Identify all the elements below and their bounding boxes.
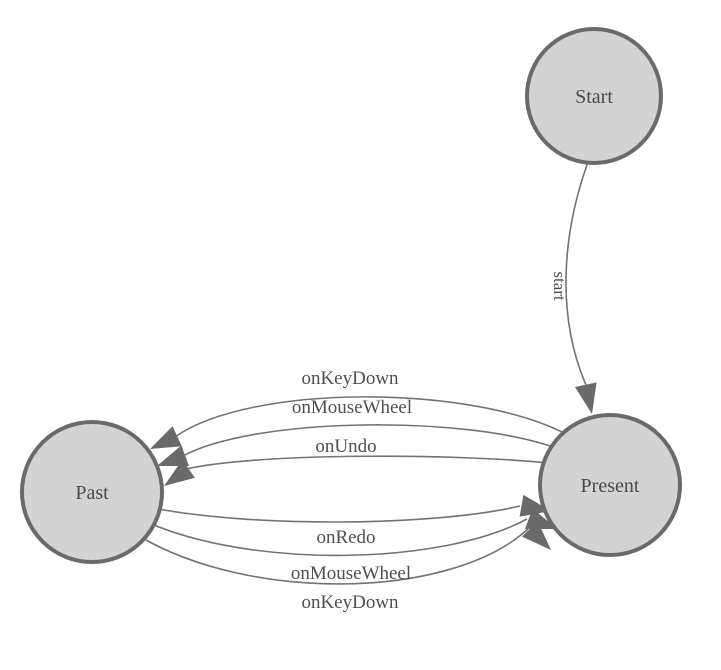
edge-onundo-path[interactable] <box>185 455 550 470</box>
edge-onkeydown-bottom-label: onKeyDown <box>301 592 399 613</box>
edge-onundo-label: onUndo <box>315 436 376 457</box>
node-present-circle[interactable] <box>538 413 682 557</box>
edge-layer <box>138 161 597 585</box>
edge-start-path[interactable] <box>565 161 589 386</box>
node-past-circle[interactable] <box>20 420 164 564</box>
edge-onkeydown-bottom-path[interactable] <box>138 528 529 585</box>
edge-onredo-label: onRedo <box>316 527 375 548</box>
arrowhead-icon <box>525 508 557 529</box>
edge-onmousewheel-bottom-path[interactable] <box>146 518 528 557</box>
edge-onmousewheel-top-path[interactable] <box>182 424 557 457</box>
arrowhead-icon <box>157 445 189 466</box>
edge-onkeydown-top-path[interactable] <box>174 396 567 438</box>
edge-onredo-path[interactable] <box>152 505 521 523</box>
node-start-circle[interactable] <box>525 27 663 165</box>
node-layer: Start Past Present <box>20 27 682 564</box>
arrowhead-icon <box>150 426 182 449</box>
arrowhead-icon <box>164 459 195 486</box>
edge-label-layer: start onKeyDown onMouseWheel onUndo onRe… <box>291 271 569 613</box>
arrowhead-icon <box>522 521 551 550</box>
edge-onmousewheel-top-label: onMouseWheel <box>292 397 412 418</box>
arrowhead-icon <box>575 382 597 414</box>
edge-onkeydown-top-label: onKeyDown <box>301 368 399 389</box>
